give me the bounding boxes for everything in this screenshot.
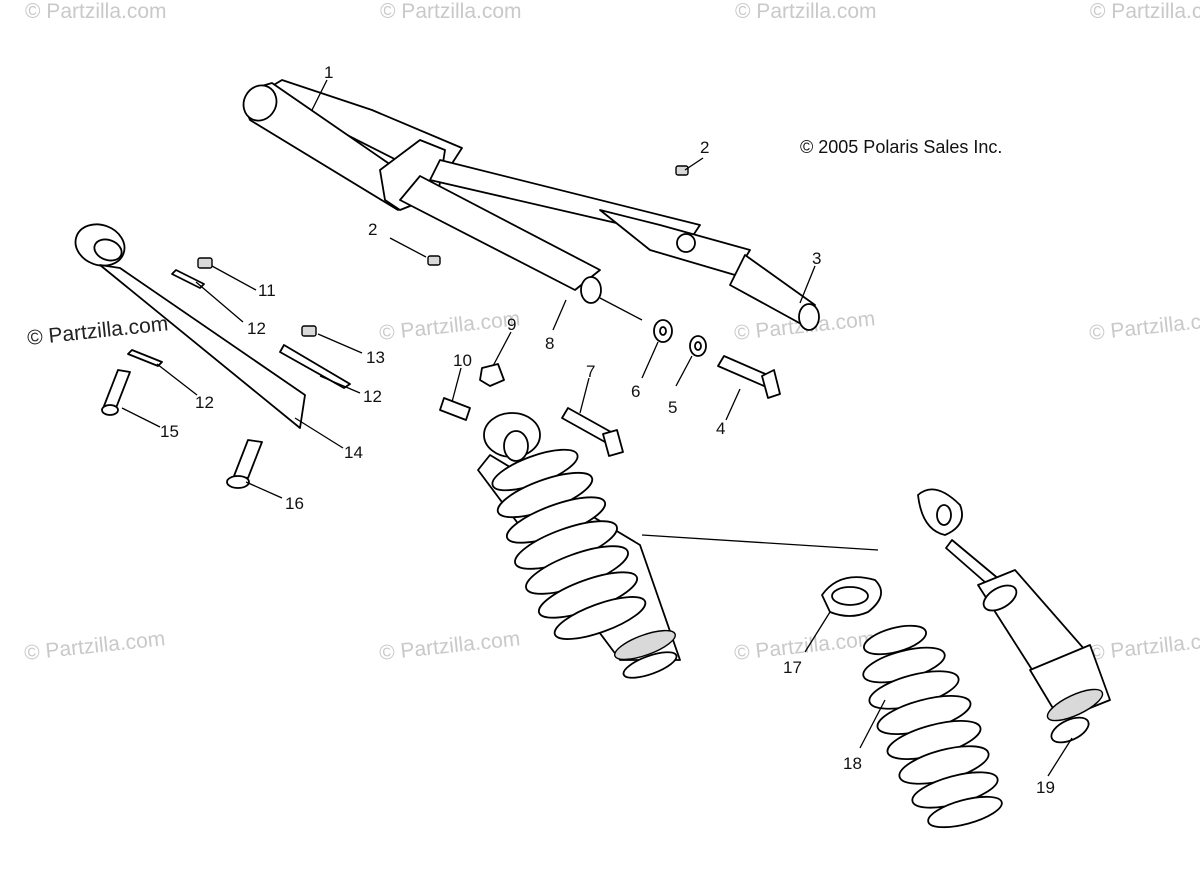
callout-16: 16 [285,494,304,513]
washer-6 [653,319,673,343]
callout-12-a: 12 [247,319,266,338]
callout-3: 3 [812,249,821,268]
callout-6: 6 [631,382,640,401]
bolt-4 [717,355,781,399]
callouts: 1 2 2 3 4 5 6 7 8 9 10 11 12 12 12 13 14… [160,63,1055,797]
callout-8: 8 [545,334,554,353]
callout-7: 7 [586,362,595,381]
callout-14: 14 [344,443,363,462]
callout-5: 5 [668,398,677,417]
bolt-16 [226,439,263,489]
spring [862,624,1003,829]
link-arm [74,223,306,429]
shock-coils [491,448,678,679]
callout-9: 9 [507,315,516,334]
callout-11: 11 [258,281,276,300]
bolt-7 [561,407,624,457]
copyright-notice: © 2005 Polaris Sales Inc. [800,137,1002,157]
watermark: © Partzilla.com [1088,307,1200,345]
spacer-10 [439,397,471,421]
callout-13: 13 [366,348,385,367]
callout-15: 15 [160,422,179,441]
grease-fitting-upper [675,165,689,176]
callout-10: 10 [453,351,472,370]
washer-12c [127,349,163,367]
shock-damper [917,488,1111,744]
watermark: © Partzilla.com [378,627,521,665]
grease-fitting-lower [427,255,441,266]
washer-12a [171,269,205,289]
callout-12-b: 12 [363,387,382,406]
callout-1: 1 [324,63,333,82]
watermark: © Partzilla.com [735,0,877,23]
bolt-15 [101,369,131,416]
callout-2-upper: 2 [700,138,709,157]
callout-19: 19 [1036,778,1055,797]
nut-9 [479,363,505,387]
callout-2-lower: 2 [368,220,377,239]
washer-5 [689,335,707,357]
upper-control-arm [242,79,820,331]
leader-lines [121,79,1073,777]
watermark: © Partzilla.com [733,627,876,665]
callout-18: 18 [843,754,862,773]
watermark: © Partzilla.com [1090,0,1200,23]
callout-17: 17 [783,658,802,677]
nut-13 [301,325,317,337]
watermark: © Partzilla.com [25,0,167,23]
callout-4: 4 [716,419,725,438]
nut-11 [197,257,213,269]
washer-12b [279,344,351,389]
callout-12-c: 12 [195,393,214,412]
watermark: © Partzilla.com [23,627,166,665]
watermark: © Partzilla.com [378,307,521,345]
watermark: © Partzilla.com [1088,627,1200,665]
spring-retainer [821,576,882,617]
watermark: © Partzilla.com [380,0,522,23]
shock-assembly [477,412,681,679]
watermark-dark: © Partzilla.com [26,312,169,350]
